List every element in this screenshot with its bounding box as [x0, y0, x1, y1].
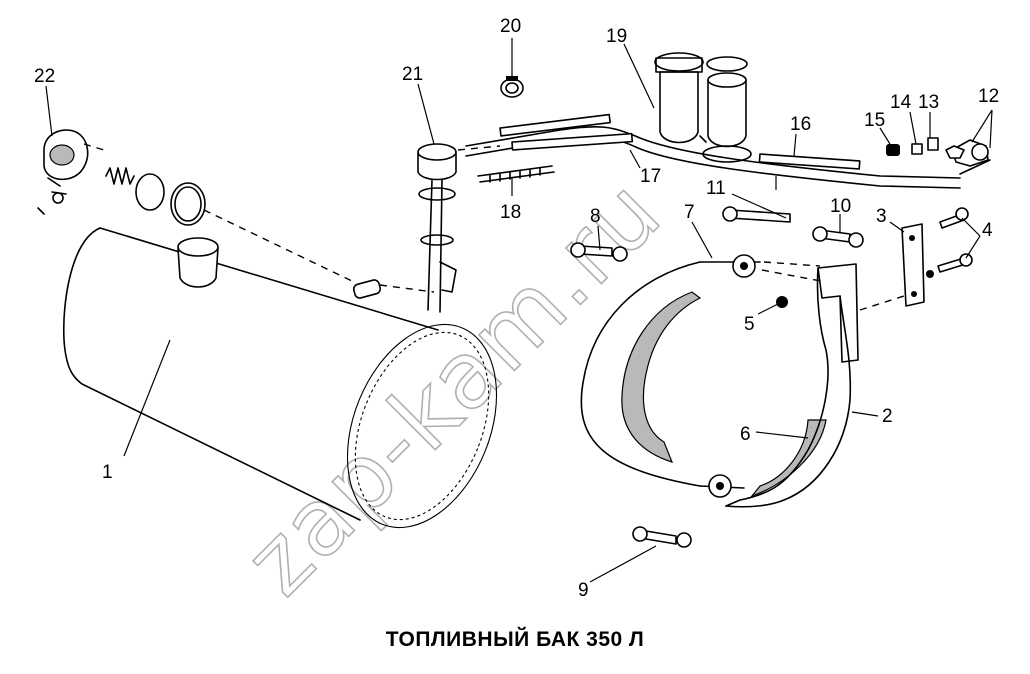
leader-lines — [45, 38, 993, 583]
fuel-lines — [465, 113, 961, 189]
callout-11: 11 — [706, 178, 726, 199]
callout-10: 10 — [830, 196, 851, 217]
watermark: zap-kam.ru — [225, 159, 682, 616]
callout-8: 8 — [590, 206, 601, 227]
callout-labels: 1 2 3 4 5 6 7 8 9 10 11 12 13 14 15 16 1… — [34, 16, 999, 601]
callout-1: 1 — [102, 462, 113, 483]
rubber-hose — [477, 165, 555, 183]
fuel-filter — [654, 52, 752, 163]
callout-4: 4 — [982, 220, 993, 241]
callout-19: 19 — [606, 26, 627, 47]
mounting-plate — [859, 223, 925, 311]
callout-15: 15 — [864, 110, 885, 131]
callout-12: 12 — [978, 86, 999, 107]
callout-14: 14 — [890, 92, 912, 113]
callout-13: 13 — [918, 92, 939, 113]
callout-20: 20 — [500, 16, 521, 37]
callout-5: 5 — [744, 314, 755, 335]
callout-21: 21 — [402, 64, 423, 85]
callout-17: 17 — [640, 166, 661, 187]
callout-7: 7 — [684, 202, 695, 223]
tank-strap — [580, 254, 827, 498]
hose-clamp — [500, 76, 524, 98]
callout-2: 2 — [882, 406, 893, 427]
callout-22: 22 — [34, 66, 55, 87]
callout-9: 9 — [578, 580, 589, 601]
callout-16: 16 — [790, 114, 811, 135]
callout-3: 3 — [876, 206, 887, 227]
strap-rubber-pad — [621, 291, 827, 498]
fuel-level-sender — [417, 143, 501, 313]
tank-bracket — [725, 263, 859, 508]
callout-6: 6 — [740, 424, 751, 445]
fuel-line-fittings — [886, 137, 991, 175]
fuel-tank — [62, 227, 498, 529]
filler-cap-assembly — [37, 129, 355, 283]
callout-18: 18 — [500, 202, 521, 223]
diagram-caption: ТОПЛИВНЫЙ БАК 350 Л — [385, 628, 645, 651]
